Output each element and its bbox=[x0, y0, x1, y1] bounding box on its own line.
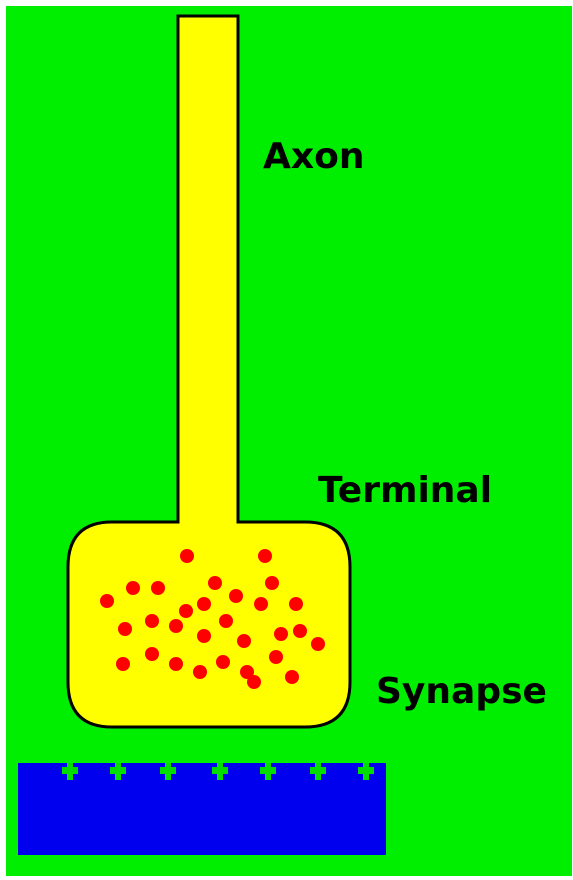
vesicle bbox=[208, 576, 222, 590]
axon-label: Axon bbox=[263, 136, 364, 177]
vesicle bbox=[179, 604, 193, 618]
vesicle bbox=[269, 650, 283, 664]
vesicle bbox=[265, 576, 279, 590]
vesicle bbox=[289, 597, 303, 611]
vesicle bbox=[180, 549, 194, 563]
vesicle bbox=[219, 614, 233, 628]
vesicle bbox=[311, 637, 325, 651]
vesicle bbox=[100, 594, 114, 608]
vesicle bbox=[258, 549, 272, 563]
vesicle bbox=[285, 670, 299, 684]
vesicle bbox=[254, 597, 268, 611]
vesicle bbox=[197, 629, 211, 643]
vesicle bbox=[116, 657, 130, 671]
vesicle bbox=[197, 597, 211, 611]
vesicle bbox=[193, 665, 207, 679]
vesicle bbox=[118, 622, 132, 636]
vesicle bbox=[247, 675, 261, 689]
vesicle bbox=[145, 647, 159, 661]
receiving-cell bbox=[18, 763, 386, 855]
vesicle bbox=[145, 614, 159, 628]
vesicle bbox=[151, 581, 165, 595]
vesicle bbox=[169, 619, 183, 633]
vesicle bbox=[169, 657, 183, 671]
synapse-label: Synapse bbox=[376, 671, 547, 712]
vesicle bbox=[126, 581, 140, 595]
vesicle bbox=[293, 624, 307, 638]
vesicle bbox=[229, 589, 243, 603]
vesicle bbox=[216, 655, 230, 669]
terminal-label: Terminal bbox=[318, 470, 492, 511]
vesicle bbox=[237, 634, 251, 648]
vesicle bbox=[274, 627, 288, 641]
